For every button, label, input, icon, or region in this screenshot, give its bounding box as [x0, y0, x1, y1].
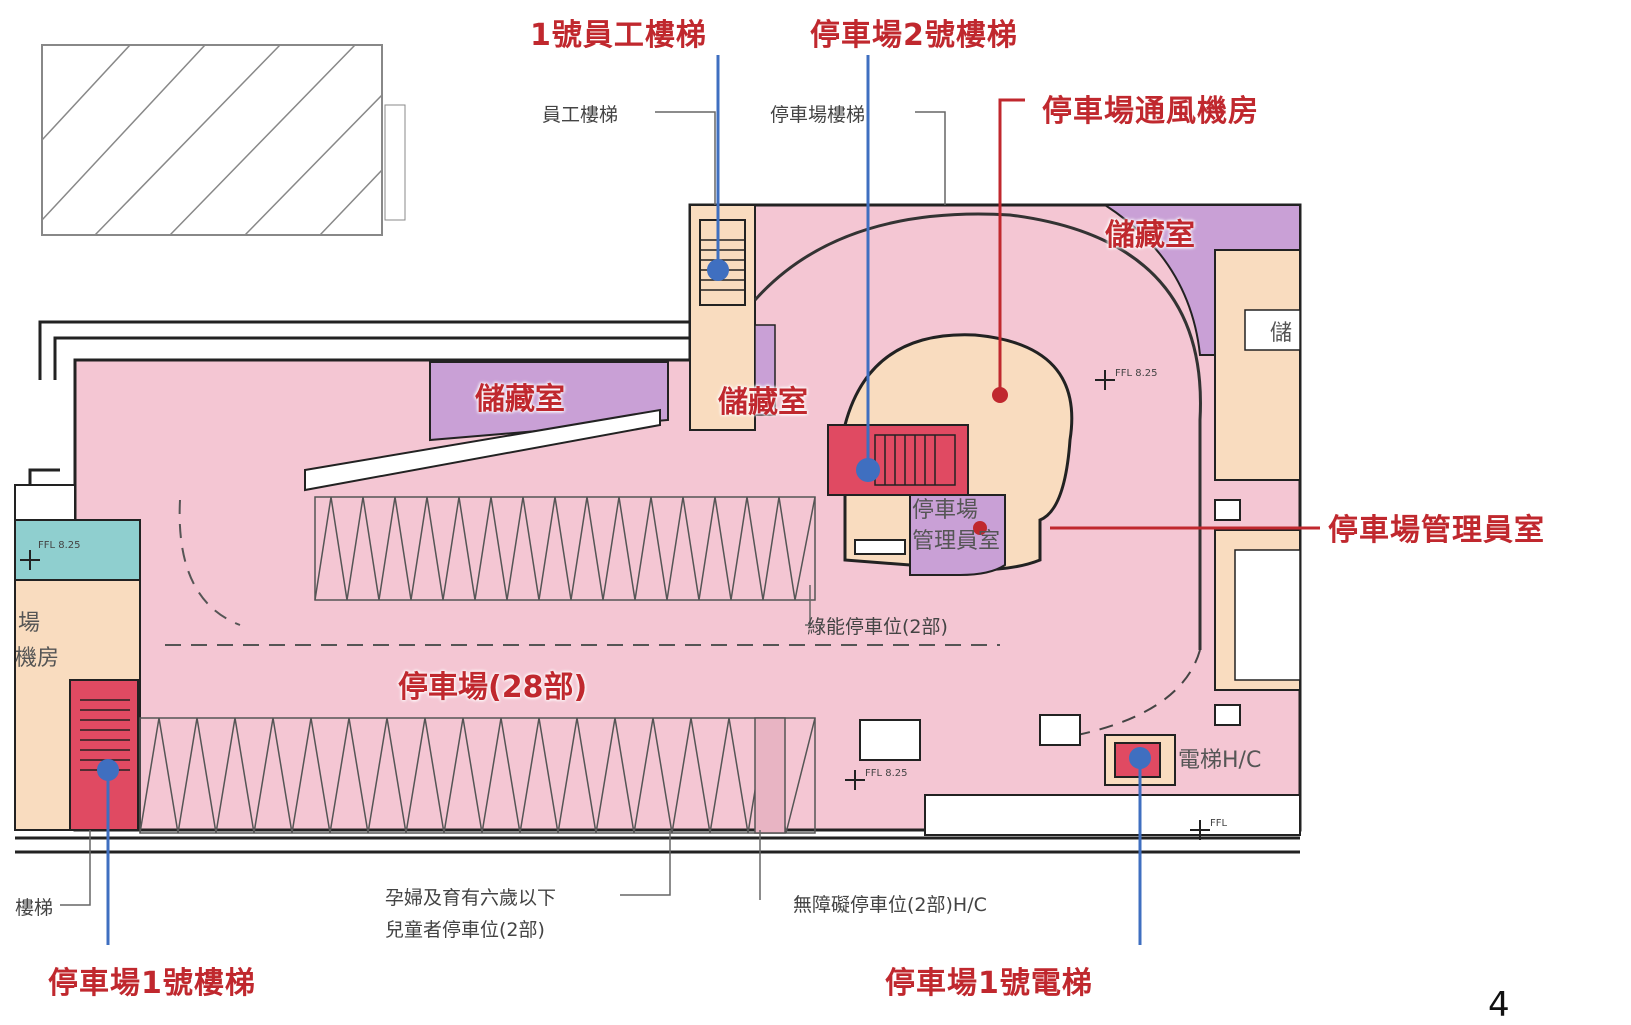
note-elevator: 電梯H/C: [1178, 748, 1262, 773]
note-office-line1: 停車場: [912, 498, 979, 523]
parking-stair-2-block: [827, 424, 969, 496]
lower-parking-row: [139, 717, 816, 834]
callout-parking-stair-1: 停車場1號樓梯: [48, 966, 256, 1001]
note-left-room-line2: 機房: [15, 646, 60, 671]
left-teal-room: [14, 519, 141, 581]
parking-stair-2-marker: [856, 458, 880, 482]
parking-manager-office: [909, 494, 1006, 576]
note-family-spaces-line1: 孕婦及育有六歲以下: [385, 887, 557, 909]
note-green-spaces: 綠能停車位(2部): [807, 616, 948, 638]
level-markers: [20, 370, 1210, 840]
callout-parking-elevator-1: 停車場1號電梯: [885, 966, 1093, 1001]
callout-ventilation-room: 停車場通風機房: [1042, 94, 1259, 129]
ffl-label-1: FFL 8.25: [1115, 368, 1158, 379]
callout-storage-left: 儲藏室: [475, 382, 565, 417]
ffl-label-4: FFL: [1210, 818, 1228, 829]
note-staff-stair: 員工樓梯: [542, 104, 619, 126]
callout-parking-lot: 停車場(28部): [398, 670, 588, 705]
note-stair-left: 樓梯: [15, 897, 54, 919]
note-leaders: [60, 111, 946, 906]
ventilation-marker: [992, 387, 1008, 403]
staff-stair-marker: [707, 259, 729, 281]
ramp-curve: [753, 212, 1202, 650]
callout-storage-middle: 儲藏室: [718, 385, 808, 420]
left-wall-block: [14, 484, 76, 521]
ffl-label-2: FFL 8.25: [38, 540, 81, 551]
blue-leaders: [106, 55, 1142, 945]
accessible-hatched-space: [754, 717, 786, 834]
note-family-spaces-line2: 兒童者停車位(2部): [385, 919, 545, 941]
note-left-room-line1: 場: [18, 611, 41, 636]
parking-stair-1-block: [69, 679, 139, 831]
note-right-storage: 儲: [1270, 321, 1293, 346]
manager-office-marker: [973, 521, 987, 535]
upper-parking-row: [314, 496, 816, 601]
callout-parking-stair-2: 停車場2號樓梯: [810, 18, 1018, 53]
note-accessible-spaces: 無障礙停車位(2部)H/C: [793, 894, 987, 916]
right-storage-room: [1214, 249, 1301, 481]
callout-storage-top-right: 儲藏室: [1105, 218, 1195, 253]
note-parking-stair: 停車場樓梯: [770, 104, 866, 126]
callout-parking-manager-room: 停車場管理員室: [1328, 513, 1545, 548]
callout-staff-stair-1: 1號員工樓梯: [530, 18, 707, 53]
page-number: 4: [1488, 985, 1510, 1025]
parking-stair-1-marker: [97, 759, 119, 781]
adjacent-building: [41, 44, 406, 236]
storage-middle-room: [754, 324, 776, 416]
ffl-label-3: FFL 8.25: [865, 768, 908, 779]
elevator-marker: [1129, 747, 1151, 769]
red-leaders: [998, 98, 1320, 530]
note-office-line2: 管理員室: [912, 529, 1001, 554]
